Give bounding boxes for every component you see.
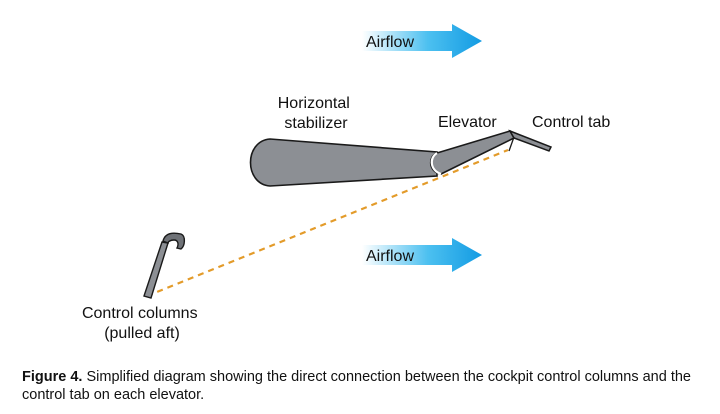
control-column-shaft <box>143 241 169 299</box>
horizontal-stabilizer <box>249 138 438 187</box>
control-tab-shape <box>508 129 553 152</box>
control-tab-label: Control tab <box>532 114 610 131</box>
airflow-arrow-top-shape <box>362 24 482 58</box>
control-column-yoke <box>162 232 186 250</box>
control-connection-line <box>146 148 509 298</box>
stabilizer-label-line2: stabilizer <box>284 115 348 132</box>
stabilizer-label-line1: Horizontal <box>278 95 350 112</box>
elevator-label: Elevator <box>438 114 497 131</box>
airflow-arrow-bottom: Airflow <box>362 238 482 272</box>
elevator-shape <box>429 130 516 175</box>
control-columns-label-line2: (pulled aft) <box>104 325 180 342</box>
control-tab <box>508 129 553 152</box>
airflow-arrow-top: Airflow <box>362 24 482 58</box>
control-column <box>143 232 186 299</box>
caption-text: Simplified diagram showing the direct co… <box>22 369 691 403</box>
control-columns-label-line1: Control columns <box>82 305 198 322</box>
airflow-label-bottom: Airflow <box>366 248 414 265</box>
elevator-hinge <box>430 152 442 176</box>
control-tab-horn <box>508 136 515 152</box>
diagram-canvas: Airflow Airflow Horizontal stabilizer El… <box>82 24 610 342</box>
caption-figure-number: Figure 4. <box>22 369 83 385</box>
stabilizer-label: Horizontal stabilizer <box>278 95 354 132</box>
elevator <box>429 130 516 176</box>
airflow-label-top: Airflow <box>366 34 414 51</box>
figure-caption: Figure 4. Simplified diagram showing the… <box>22 368 712 404</box>
airflow-arrow-bottom-shape <box>362 238 482 272</box>
control-columns-label: Control columns (pulled aft) <box>82 305 202 342</box>
